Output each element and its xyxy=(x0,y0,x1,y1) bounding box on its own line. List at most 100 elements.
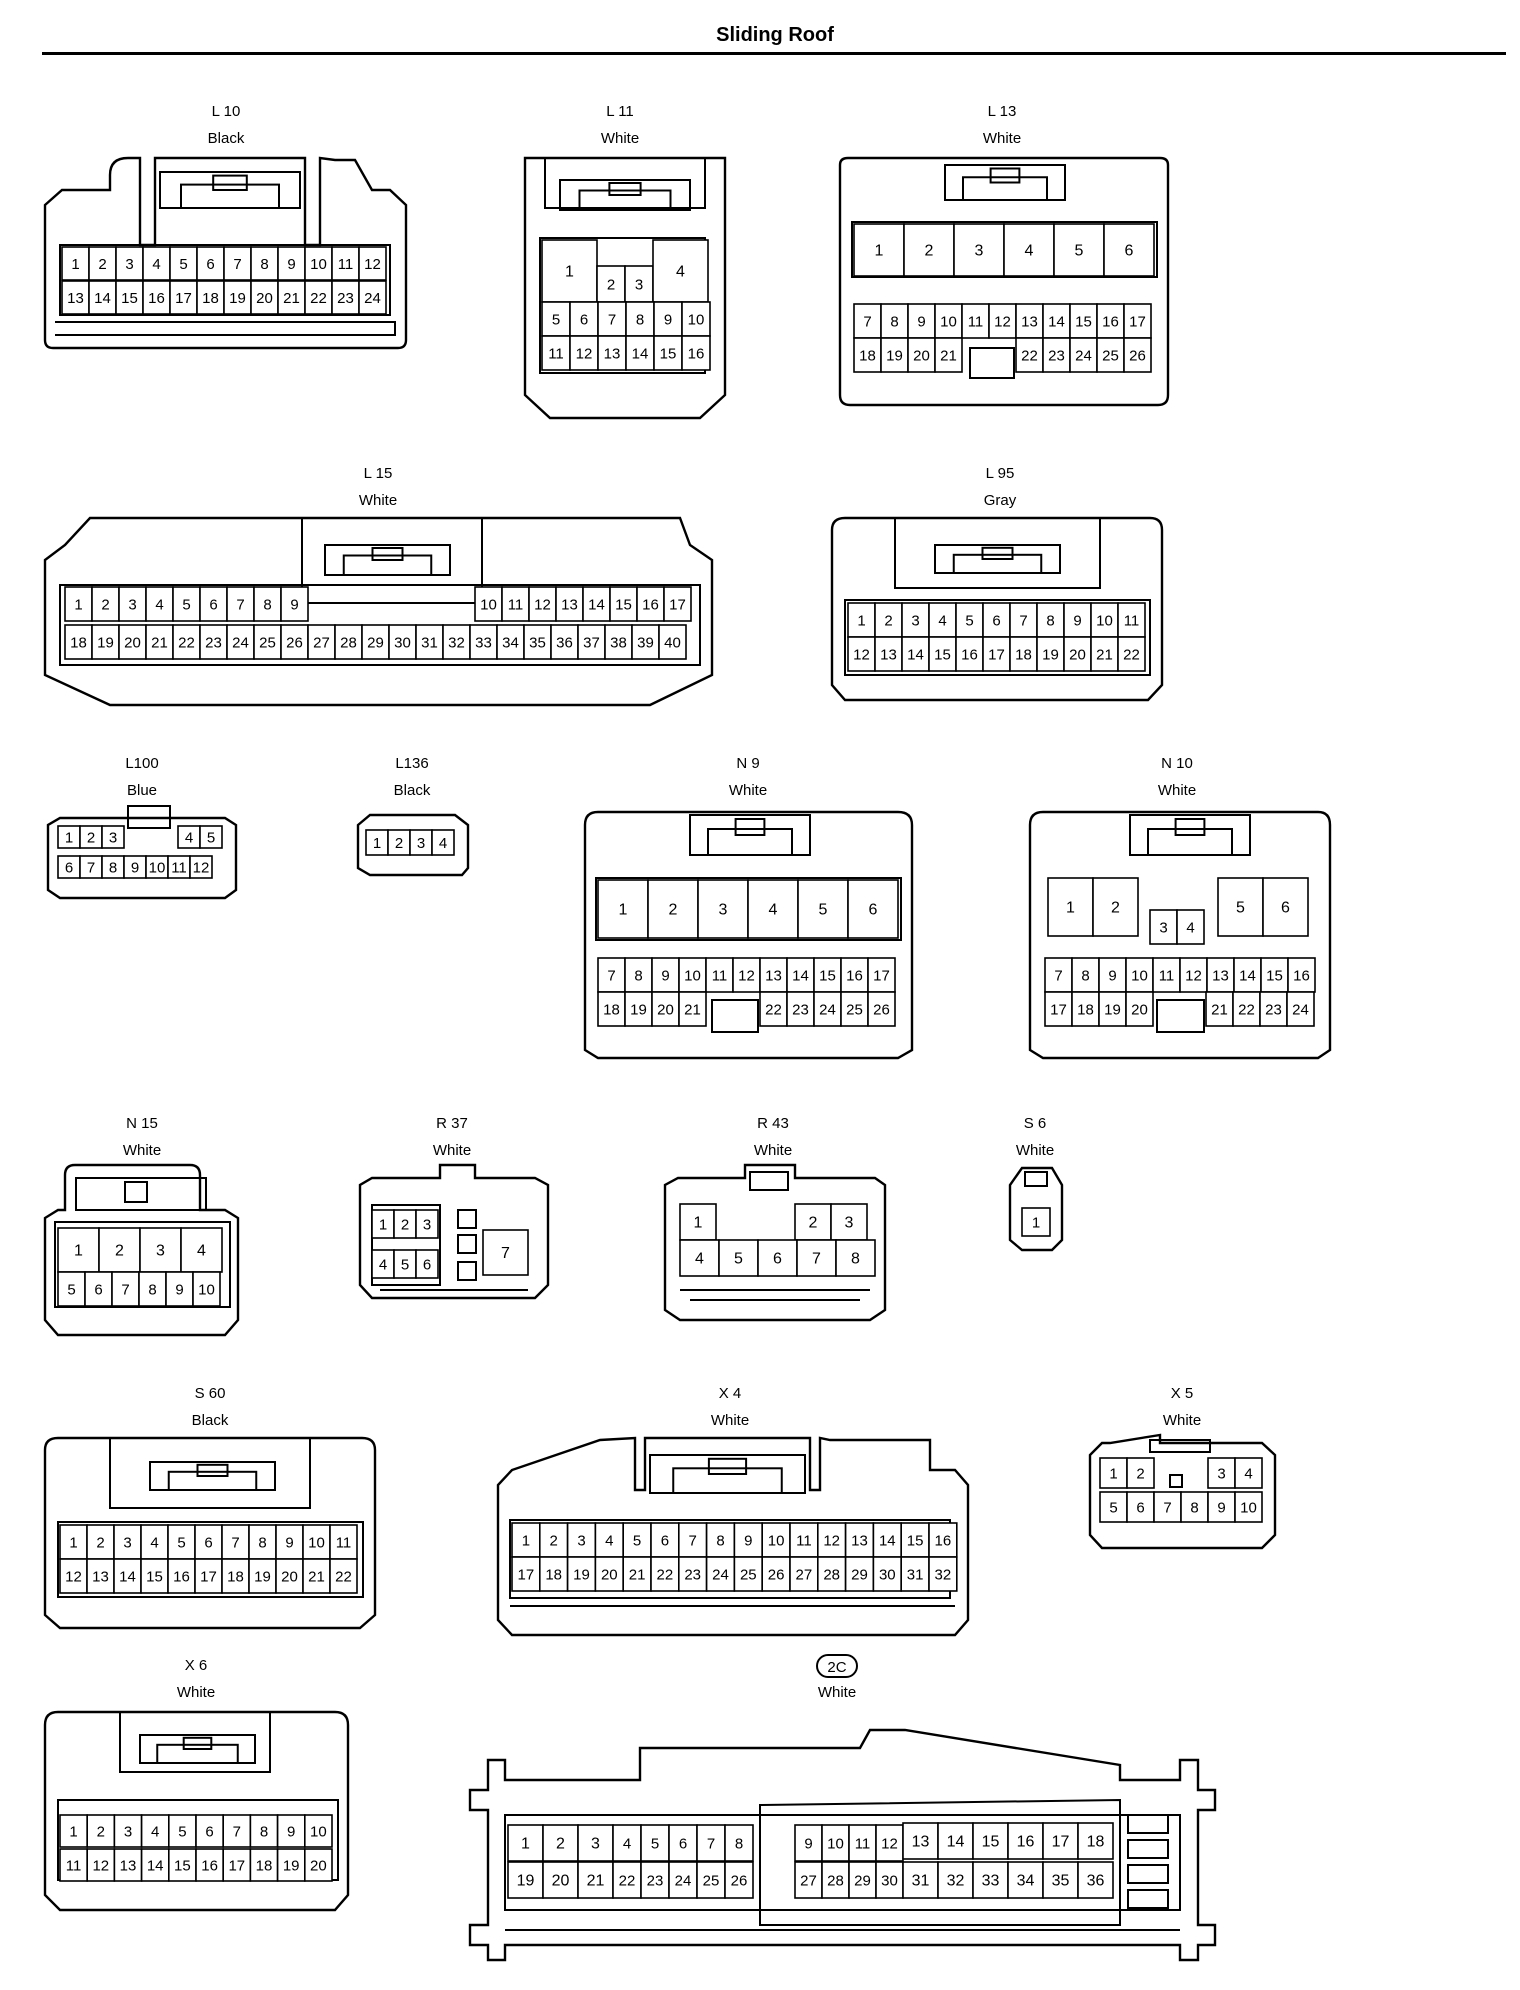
pin-number: 7 xyxy=(1054,968,1062,985)
pin-cell xyxy=(733,1522,764,1558)
pin-number: 3 xyxy=(417,835,425,852)
pin-number: 13 xyxy=(120,1858,137,1875)
connector-id: N 10 xyxy=(1161,755,1193,772)
pin-cell xyxy=(145,586,174,622)
pin-cell xyxy=(223,280,252,315)
pin-number: 6 xyxy=(1136,1500,1144,1517)
pin-cell xyxy=(180,1227,223,1273)
pin-cell xyxy=(1047,877,1094,937)
latch-frame xyxy=(544,157,706,209)
latch xyxy=(672,1467,783,1495)
pin-number: 18 xyxy=(256,1858,273,1875)
pin-cell xyxy=(847,879,899,939)
pin-number: 20 xyxy=(310,1858,327,1875)
pin-number: 14 xyxy=(947,1834,965,1851)
pin-cell xyxy=(900,1522,930,1558)
pin-cell xyxy=(679,1239,720,1277)
latch xyxy=(707,828,793,856)
pin-cell xyxy=(280,586,309,622)
pin-number: 23 xyxy=(792,1002,809,1019)
pin-cell xyxy=(577,624,606,660)
pin-number: 1 xyxy=(69,1824,77,1841)
pin-number: 6 xyxy=(94,1282,102,1299)
pin-number: 11 xyxy=(796,1533,812,1550)
key xyxy=(1127,1814,1169,1834)
skirt xyxy=(680,1289,870,1301)
pin-number: 27 xyxy=(796,1567,813,1584)
pin-cell xyxy=(902,1861,939,1899)
pin-cell xyxy=(482,1229,529,1276)
pin-cell xyxy=(1090,636,1119,672)
pin-number: 8 xyxy=(148,1282,156,1299)
pin-number: 6 xyxy=(206,256,214,273)
connector-id: L100 xyxy=(125,755,158,772)
connector-color: White xyxy=(754,1142,792,1159)
pin-cell xyxy=(302,1524,331,1560)
pin-number: 3 xyxy=(635,277,643,294)
pin-number: 10 xyxy=(198,1282,215,1299)
pin-number: 13 xyxy=(765,968,782,985)
pin-number: 19 xyxy=(97,635,114,652)
pin-cell xyxy=(609,586,638,622)
pin-cell xyxy=(597,879,649,939)
latch xyxy=(196,1463,229,1478)
pin-number: 33 xyxy=(982,1873,1000,1890)
key-slot xyxy=(969,347,1015,379)
pin-cell xyxy=(903,223,955,277)
pin-number: 8 xyxy=(735,1836,743,1853)
pin-number: 9 xyxy=(917,314,925,331)
pin-number: 19 xyxy=(886,348,903,365)
pin-cell xyxy=(724,1861,754,1899)
pin-number: 6 xyxy=(1281,900,1290,917)
pin-number: 13 xyxy=(912,1834,930,1851)
pin-number: 20 xyxy=(601,1567,618,1584)
pin-cell xyxy=(1125,991,1154,1027)
pin-cell xyxy=(840,991,869,1027)
pin-cell xyxy=(88,280,117,315)
pin-number: 15 xyxy=(146,1569,163,1586)
pin-number: 2 xyxy=(395,835,403,852)
pin-number: 8 xyxy=(263,597,271,614)
latch xyxy=(342,554,433,576)
pin-cell xyxy=(853,337,882,373)
pin-number: 4 xyxy=(605,1533,613,1550)
pin-number: 2 xyxy=(1111,900,1120,917)
pin-number: 22 xyxy=(619,1873,636,1890)
pin-cell xyxy=(1126,1491,1155,1523)
pin-number: 22 xyxy=(1123,647,1140,664)
pin-cell xyxy=(880,337,909,373)
pin-cell xyxy=(118,586,147,622)
pin-number: 25 xyxy=(740,1567,757,1584)
pin-cell xyxy=(650,1556,680,1592)
pin-cell xyxy=(651,991,680,1027)
pin-number: 1 xyxy=(69,1535,77,1552)
pin-cell xyxy=(1286,991,1315,1027)
pin-cell xyxy=(1021,1207,1051,1237)
pin-number: 23 xyxy=(337,290,354,307)
pin-number: 14 xyxy=(1048,314,1065,331)
key xyxy=(1127,1839,1169,1859)
pin-number: 7 xyxy=(231,1535,239,1552)
pin-number: 19 xyxy=(254,1569,271,1586)
pin-cell xyxy=(650,1522,680,1558)
pin-number: 17 xyxy=(873,968,890,985)
pin-cell xyxy=(848,1861,877,1899)
pin-cell xyxy=(303,1848,333,1882)
pin-number: 3 xyxy=(591,1836,600,1853)
pin-number: 7 xyxy=(233,1824,241,1841)
pin-number: 11 xyxy=(508,597,524,614)
pin-cell xyxy=(647,879,699,939)
pin-number: 1 xyxy=(521,1836,530,1853)
pin-number: 22 xyxy=(335,1569,352,1586)
pin-number: 15 xyxy=(907,1533,924,1550)
pin-number: 6 xyxy=(773,1251,782,1268)
pin-cell xyxy=(844,1556,875,1592)
pin-number: 1 xyxy=(379,1217,387,1234)
pin-number: 22 xyxy=(178,635,195,652)
pin-number: 3 xyxy=(911,613,919,630)
key xyxy=(457,1209,477,1229)
pin-number: 31 xyxy=(912,1873,930,1890)
